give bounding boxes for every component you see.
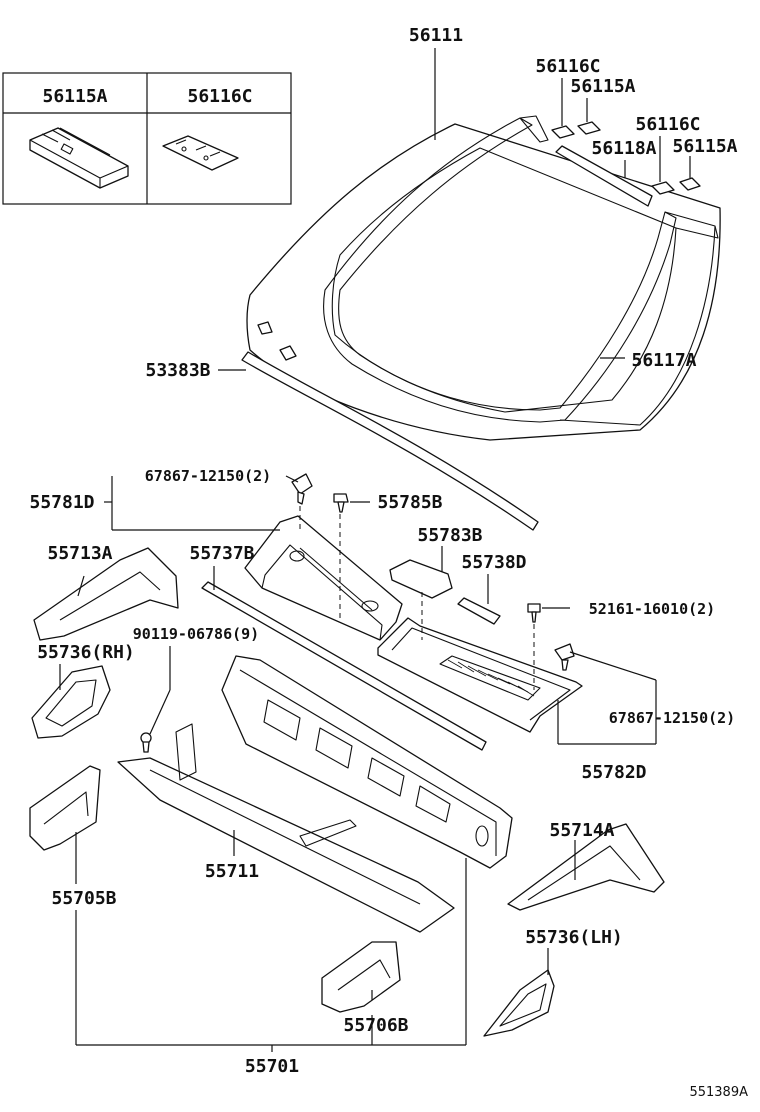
label-55701: 55701 xyxy=(245,1056,299,1077)
inset-table: 56115A 56116C xyxy=(2,72,292,205)
label-55713A: 55713A xyxy=(47,543,112,564)
inset-clip-56115A-drawing xyxy=(29,127,129,189)
bracket-55713A-detail xyxy=(59,571,161,621)
label-55783B: 55783B xyxy=(417,525,482,546)
label-55737B: 55737B xyxy=(189,543,254,564)
bracket-55736-LH xyxy=(483,969,555,1037)
label-56111: 56111 xyxy=(409,25,463,46)
bracket-55706B-detail xyxy=(337,959,391,991)
cowl-panel-55701 xyxy=(221,655,513,869)
label-55705B: 55705B xyxy=(51,888,116,909)
label-52161-16010: 52161-16010(2) xyxy=(589,600,715,618)
label-55785B: 55785B xyxy=(377,492,442,513)
label-56117A: 56117A xyxy=(631,350,696,371)
label-55782D: 55782D xyxy=(581,762,646,783)
label-56115A-a: 56115A xyxy=(570,76,635,97)
leaders-top xyxy=(218,48,691,371)
bracket-55736-RH-detail xyxy=(45,679,97,727)
cowl-top-55781D xyxy=(244,515,403,641)
cowl-lower-55711 xyxy=(117,723,455,933)
bracket-55706B xyxy=(321,941,401,1013)
small-clips-top xyxy=(551,121,701,195)
label-67867-12150-b: 67867-12150(2) xyxy=(609,709,735,727)
label-55714A: 55714A xyxy=(549,820,614,841)
bracket-55705B-detail xyxy=(43,791,89,825)
seal-55737B xyxy=(201,581,487,751)
bracket-55714A-detail xyxy=(527,845,641,901)
label-56116C-b: 56116C xyxy=(635,114,700,135)
leaders-bottom xyxy=(59,475,657,1052)
bracket-55736-RH xyxy=(31,665,111,739)
label-53383B: 53383B xyxy=(145,360,210,381)
strip-53383B xyxy=(241,321,539,531)
figure-reference: 551389A xyxy=(689,1085,748,1100)
bracket-55713A xyxy=(33,547,179,641)
label-55736-LH: 55736(LH) xyxy=(525,927,623,948)
bracket-55783B xyxy=(389,559,453,599)
strip-55738D xyxy=(457,597,501,625)
clips xyxy=(140,473,575,753)
label-90119-06786: 90119-06786(9) xyxy=(133,625,259,643)
strip-56118A xyxy=(555,145,653,207)
inset-clip-56116C-drawing xyxy=(162,135,239,171)
label-55706B: 55706B xyxy=(343,1015,408,1036)
label-67867-12150-a: 67867-12150(2) xyxy=(145,467,271,485)
label-55711: 55711 xyxy=(205,861,259,882)
label-55736-RH: 55736(RH) xyxy=(37,642,135,663)
label-56116C-a: 56116C xyxy=(535,56,600,77)
label-55738D: 55738D xyxy=(461,552,526,573)
inset-label-56115A: 56115A xyxy=(42,86,107,107)
cowl-louver-55782D xyxy=(377,617,583,733)
moulding-56117A xyxy=(323,115,719,426)
label-56115A-b: 56115A xyxy=(672,136,737,157)
label-55781D: 55781D xyxy=(29,492,94,513)
bracket-55714A xyxy=(507,823,665,911)
label-56118A: 56118A xyxy=(591,138,656,159)
part-labels: 56111 56116C 56115A 56116C 56118A 56115A… xyxy=(29,25,748,1100)
inset-label-56116C: 56116C xyxy=(187,86,252,107)
bracket-55736-LH-detail xyxy=(499,983,547,1027)
